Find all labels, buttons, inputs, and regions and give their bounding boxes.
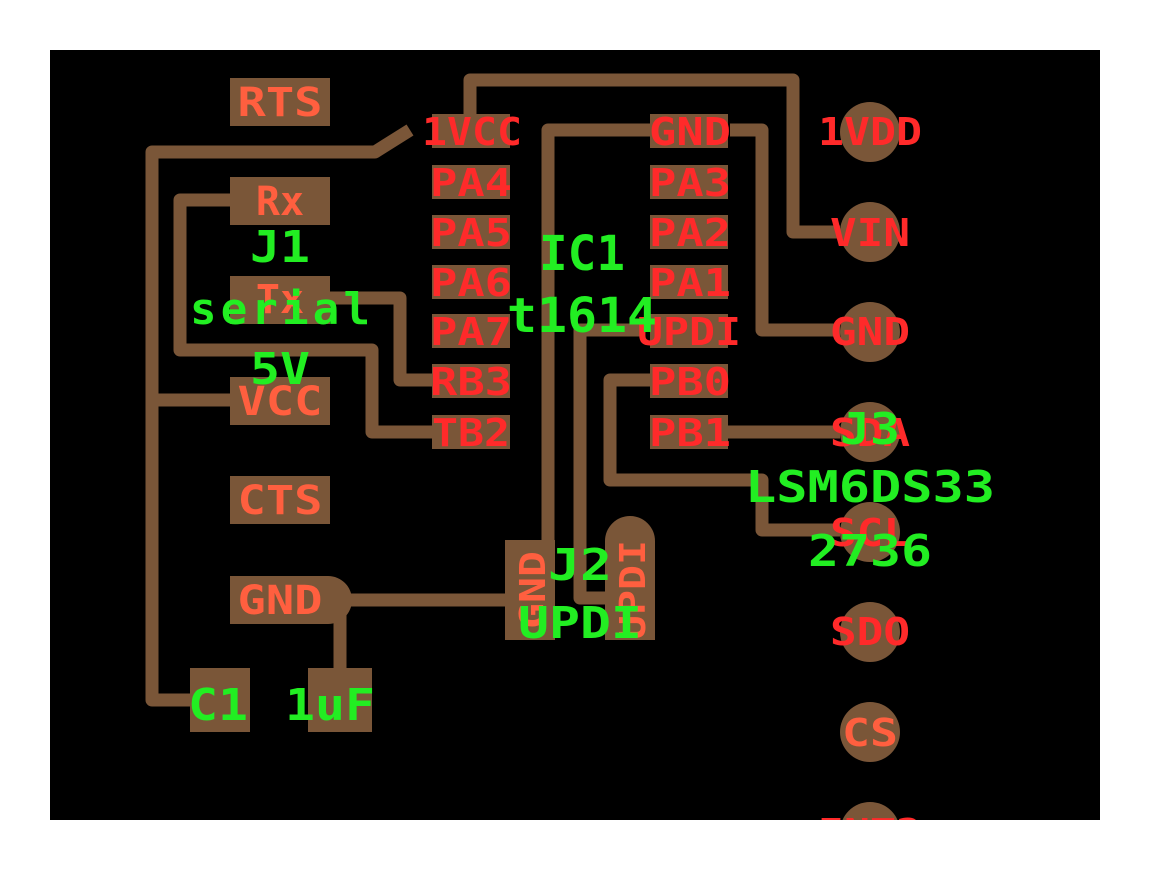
pad-label-gnd: GND [238,578,323,624]
pin-label-pa6: PA6 [430,261,512,305]
pin-tb2 [432,415,510,449]
pad-cs [840,702,900,762]
pin-label-pa3: PA3 [649,161,731,205]
pad-vin [840,202,900,262]
pad-label-j2-updi: UPDI [613,540,654,640]
pin-label-pb1: PB1 [649,411,731,455]
c1-value-label: 1uF [285,680,375,731]
pad-label-j3-gnd: GND [830,310,910,354]
trace-updi-to-j2 [573,323,640,605]
pin-updi [650,314,728,348]
pad-label-sda: SDA [830,411,910,455]
j2-ref-label: J2 [548,540,612,591]
pad-label-1vdd: 1VDD [818,110,922,154]
pad-label-j2-gnd: GND [513,551,554,629]
pad-rts [230,78,330,126]
pad-rx [230,177,330,225]
page-margin-bottom [0,820,1150,871]
pin-label-pa4: PA4 [430,161,512,205]
pad-cts [230,476,330,524]
pad-label-rx: Rx [256,179,304,225]
pad-label-scl: SCL [830,511,910,555]
trace-pb0-to-scl [603,373,840,537]
j1-voltage-label: 5V [250,344,310,395]
pad-label-cts: CTS [238,478,323,524]
pin-pa4 [432,165,510,199]
j2-name-label: UPDI [518,598,642,649]
ic1-right-pads: GND PA3 PA2 PA1 UPDI PB0 PB1 [637,110,741,455]
pin-gnd [650,114,728,148]
pin-rb3 [432,364,510,398]
pad-j2-updi [605,516,655,640]
pad-sdo [840,602,900,662]
pin-pa1 [650,265,728,299]
pad-1vdd [840,102,900,162]
ic1-part-label: t1614 [507,288,657,344]
pad-label-vin: VIN [830,211,910,255]
pad-j3-gnd [840,302,900,362]
pad-gnd [230,576,352,624]
pin-pb0 [650,364,728,398]
ic1-left-pads: 1VCC PA4 PA5 PA6 PA7 RB3 TB2 [422,110,522,455]
pad-sda [840,402,900,462]
pin-pa3 [650,165,728,199]
ic1-ref-label: IC1 [539,226,625,282]
pin-pa7 [432,314,510,348]
trace-1vcc-to-vin [463,73,840,239]
pad-label-rts: RTS [238,80,323,126]
pin-pa2 [650,215,728,249]
c1-capacitor-pads: C1 1uF [188,668,375,732]
pin-1vcc [432,114,510,148]
pin-label-pa7: PA7 [430,310,512,354]
pad-label-sdo: SDO [830,610,910,654]
pin-label-rb3: RB3 [430,360,512,404]
pin-label-pa5: PA5 [430,211,512,255]
trace-rx-to-tb2 [173,193,432,439]
pad-c1-left [190,668,250,732]
pin-label-tb2: TB2 [432,411,510,455]
copper-traces [145,73,840,707]
trace-gnd-to-j3-gnd [730,123,840,337]
trace-tx-to-rb3 [330,291,432,387]
trace-gnd-to-j2 [541,123,650,560]
pin-label-updi: UPDI [637,310,741,354]
j1-serial-pads: RTS Rx Tx VCC CTS GND [230,78,352,624]
pad-label-vcc: VCC [238,379,323,425]
pad-label-tx: Tx [256,277,304,323]
pad-c1-right [308,668,372,732]
pin-pb1 [650,415,728,449]
trace-vcc-to-c1 [145,124,414,707]
pad-label-cs: CS [842,711,898,755]
pin-pa5 [432,215,510,249]
pin-label-pb0: PB0 [649,360,731,404]
j1-ref-label: J1 [250,222,310,273]
pad-vcc [230,377,330,425]
j3-part-label: LSM6DS33 [745,462,995,513]
pad-tx [230,276,330,324]
pin-label-1vcc: 1VCC [422,110,522,154]
j3-code-label: 2736 [808,526,932,577]
silkscreen-labels: J1 serial 5V IC1 t1614 J2 UPDI J3 LSM6DS… [190,222,995,649]
pin-label-gnd: GND [649,110,731,154]
pad-scl [840,502,900,562]
pin-label-pa2: PA2 [649,211,731,255]
pin-pa6 [432,265,510,299]
j2-updi-pads: GND UPDI [505,516,655,640]
pad-j2-gnd [505,540,555,640]
j3-ref-label: J3 [840,404,900,455]
c1-ref-label: C1 [188,680,248,731]
pin-label-pa1: PA1 [649,261,731,305]
